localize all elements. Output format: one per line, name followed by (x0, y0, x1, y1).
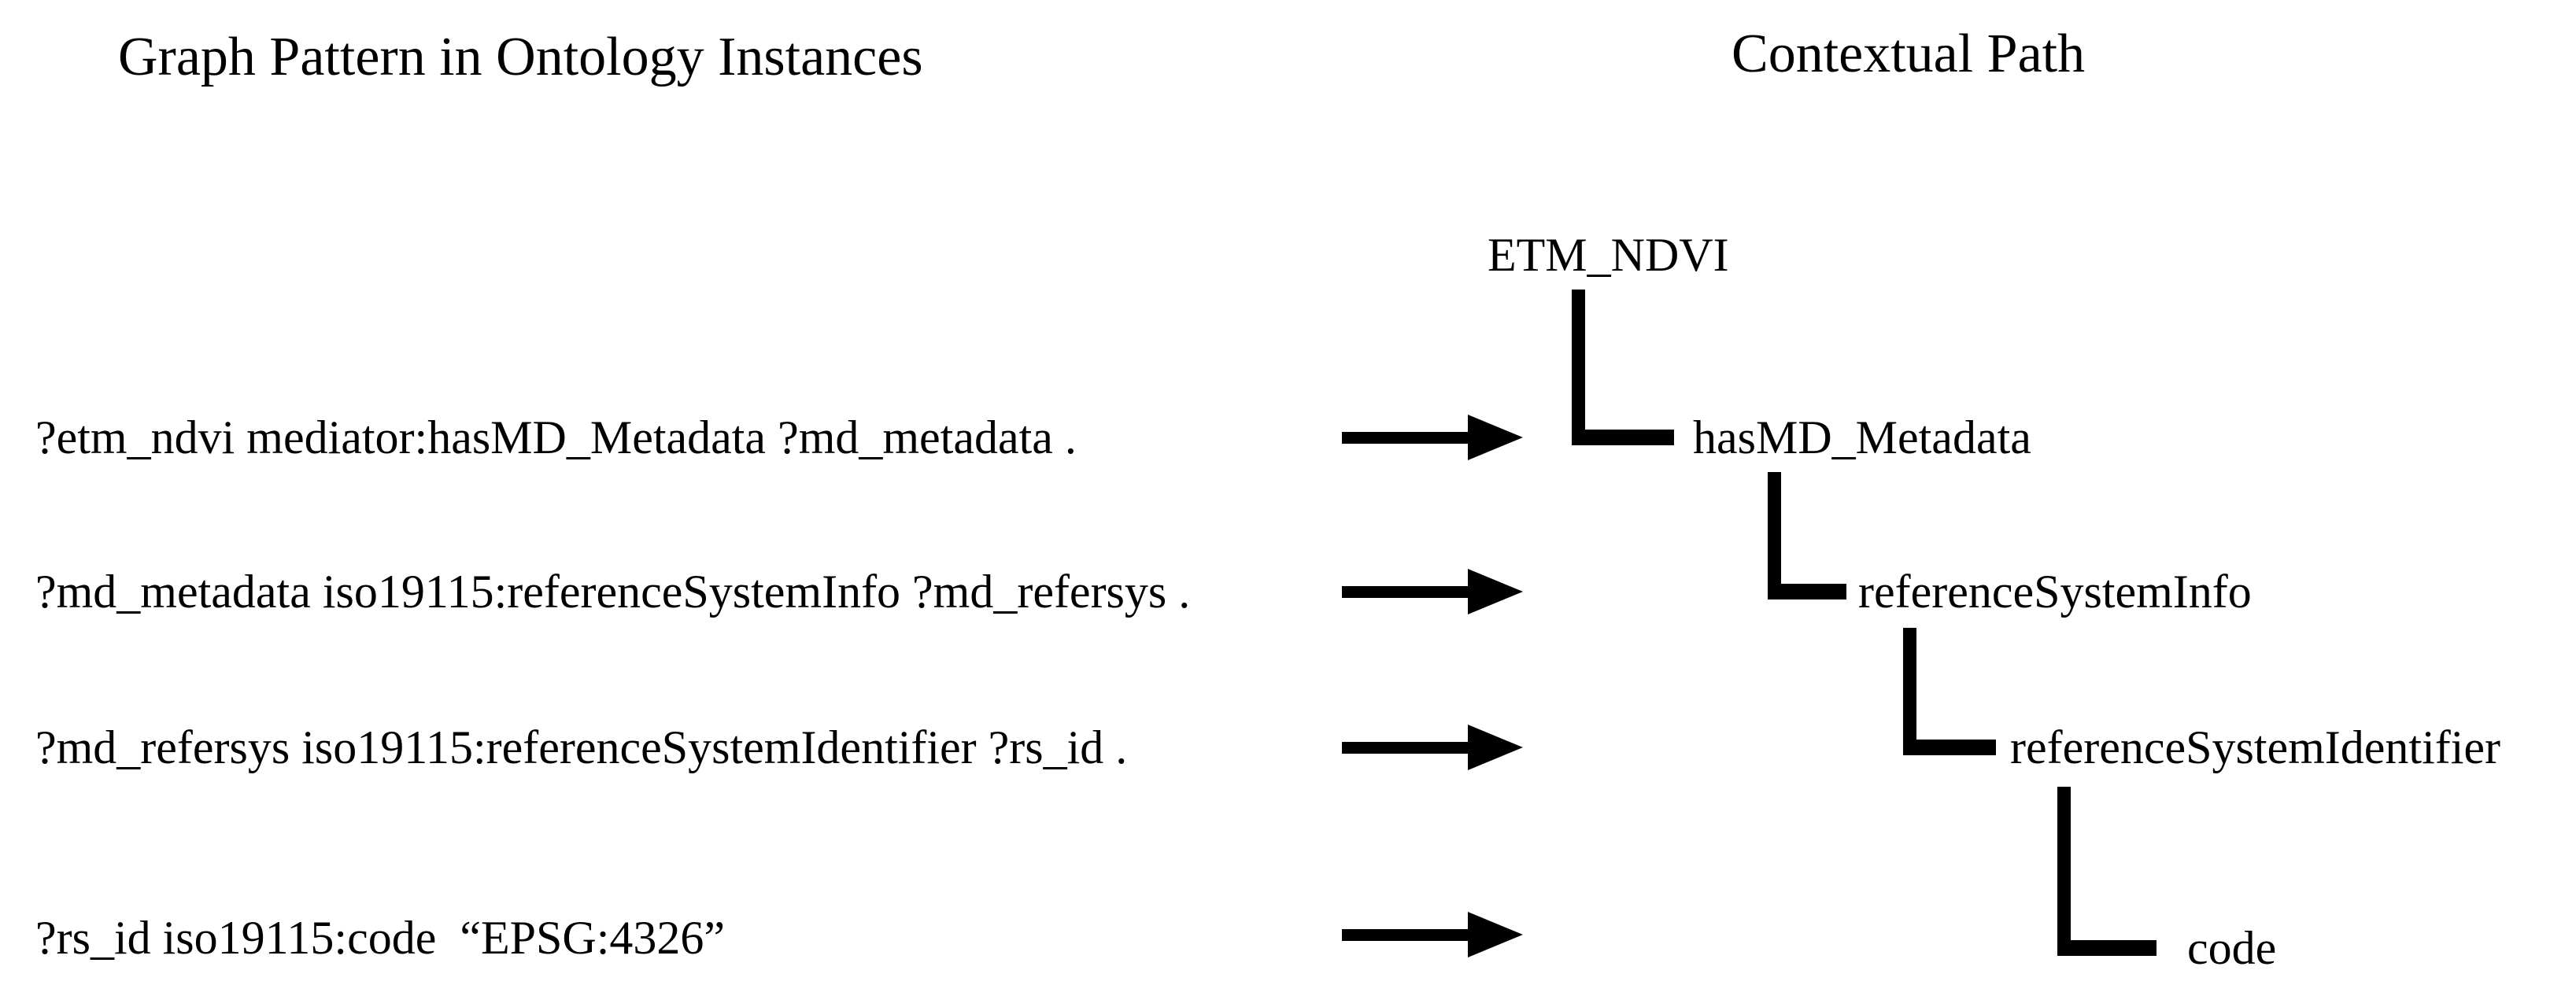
triple-pattern-line-3: ?md_refersys iso19115:referenceSystemIde… (35, 721, 1128, 773)
right-arrow-icon (1342, 909, 1523, 960)
tree-node-label-1: hasMD_Metadata (1693, 411, 2031, 463)
right-arrow-icon (1342, 412, 1523, 463)
triple-pattern-line-4: ?rs_id iso19115:code “EPSG:4326” (35, 912, 726, 964)
tree-connector-horizontal (1768, 584, 1846, 599)
tree-connector-vertical (1768, 472, 1781, 599)
right-column-title: Contextual Path (1732, 24, 2086, 84)
arrow-head (1468, 912, 1523, 957)
arrow-shaft (1342, 432, 1469, 444)
right-arrow-icon (1342, 722, 1523, 773)
tree-node-label-3: referenceSystemIdentifier (2010, 721, 2500, 773)
tree-connector-vertical (2057, 787, 2071, 956)
tree-connector-horizontal (2057, 940, 2157, 956)
triple-pattern-line-2: ?md_metadata iso19115:referenceSystemInf… (35, 566, 1191, 618)
tree-node-label-2: referenceSystemInfo (1858, 566, 2252, 618)
arrow-shaft (1342, 742, 1469, 754)
tree-connector-horizontal (1903, 740, 1996, 755)
arrow-shaft (1342, 586, 1469, 598)
tree-connector-horizontal (1572, 430, 1674, 445)
tree-connector-vertical (1572, 290, 1585, 445)
triple-pattern-line-1: ?etm_ndvi mediator:hasMD_Metadata ?md_me… (35, 411, 1077, 463)
tree-connector-vertical (1903, 628, 1916, 755)
arrow-head (1468, 569, 1523, 614)
tree-root-label: ETM_NDVI (1488, 229, 1729, 281)
arrow-head (1468, 725, 1523, 770)
arrow-head (1468, 415, 1523, 460)
left-column-title: Graph Pattern in Ontology Instances (118, 27, 923, 87)
arrow-shaft (1342, 929, 1469, 941)
tree-node-label-4: code (2187, 922, 2277, 974)
right-arrow-icon (1342, 566, 1523, 617)
